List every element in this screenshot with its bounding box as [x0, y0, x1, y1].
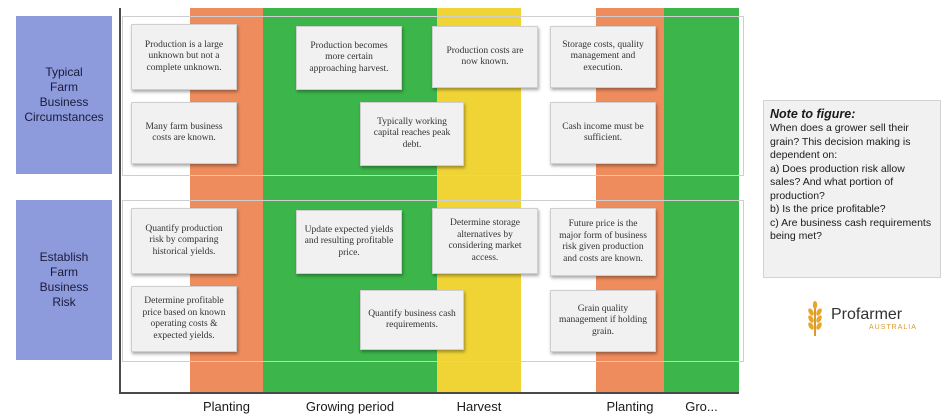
card-farm-costs-known: Many farm business costs are known.	[131, 102, 237, 164]
card-production-unknown: Production is a large unknown but not a …	[131, 24, 237, 90]
phase-label-growing-2: Gro...	[685, 399, 718, 414]
card-cash-requirements: Quantify business cash requirements.	[360, 290, 464, 350]
growing-period-band-2	[664, 8, 739, 394]
vertical-axis	[119, 8, 121, 394]
note-line: a) Does production risk allow sales? And…	[770, 162, 905, 202]
row-label-risk: Establish Farm Business Risk	[16, 200, 112, 360]
row-label-circumstances: Typical Farm Business Circumstances	[16, 16, 112, 174]
note-line: c) Are business cash requirements being …	[770, 216, 932, 243]
card-update-expected-yields: Update expected yields and resulting pro…	[296, 210, 402, 274]
phase-label-planting: Planting	[203, 399, 250, 414]
card-determine-profitable-price: Determine profitable price based on know…	[131, 286, 237, 352]
phase-label-harvest: Harvest	[456, 399, 502, 414]
logo-name: Profarmer	[831, 306, 903, 323]
phase-label-growing-period: Growing period	[305, 399, 395, 414]
card-production-more-certain: Production becomes more certain approach…	[296, 26, 402, 90]
card-future-price-risk: Future price is the major form of busine…	[550, 208, 656, 276]
card-storage-costs: Storage costs, quality management and ex…	[550, 26, 656, 88]
card-production-costs-known: Production costs are now known.	[432, 26, 538, 88]
wheat-icon	[808, 301, 822, 336]
logo-subtitle: AUSTRALIA	[869, 324, 917, 331]
note-title: Note to figure:	[770, 107, 856, 121]
card-quantify-production-risk: Quantify production risk by comparing hi…	[131, 208, 237, 274]
risk-row	[122, 200, 744, 362]
card-working-capital-peak: Typically working capital reaches peak d…	[360, 102, 464, 166]
phase-label-planting-2: Planting	[606, 399, 654, 414]
card-storage-alternatives: Determine storage alternatives by consid…	[432, 208, 538, 274]
circumstances-row	[122, 16, 744, 176]
profarmer-logo: Profarmer AUSTRALIA	[803, 300, 923, 338]
note-box: Note to figure: When does a grower sell …	[763, 100, 941, 278]
note-line: When does a grower sell their grain? Thi…	[770, 122, 911, 161]
card-cash-income: Cash income must be sufficient.	[550, 102, 656, 164]
note-line: b) Is the price profitable?	[770, 203, 886, 215]
card-grain-quality: Grain quality management if holding grai…	[550, 290, 656, 352]
horizontal-axis	[119, 392, 739, 394]
